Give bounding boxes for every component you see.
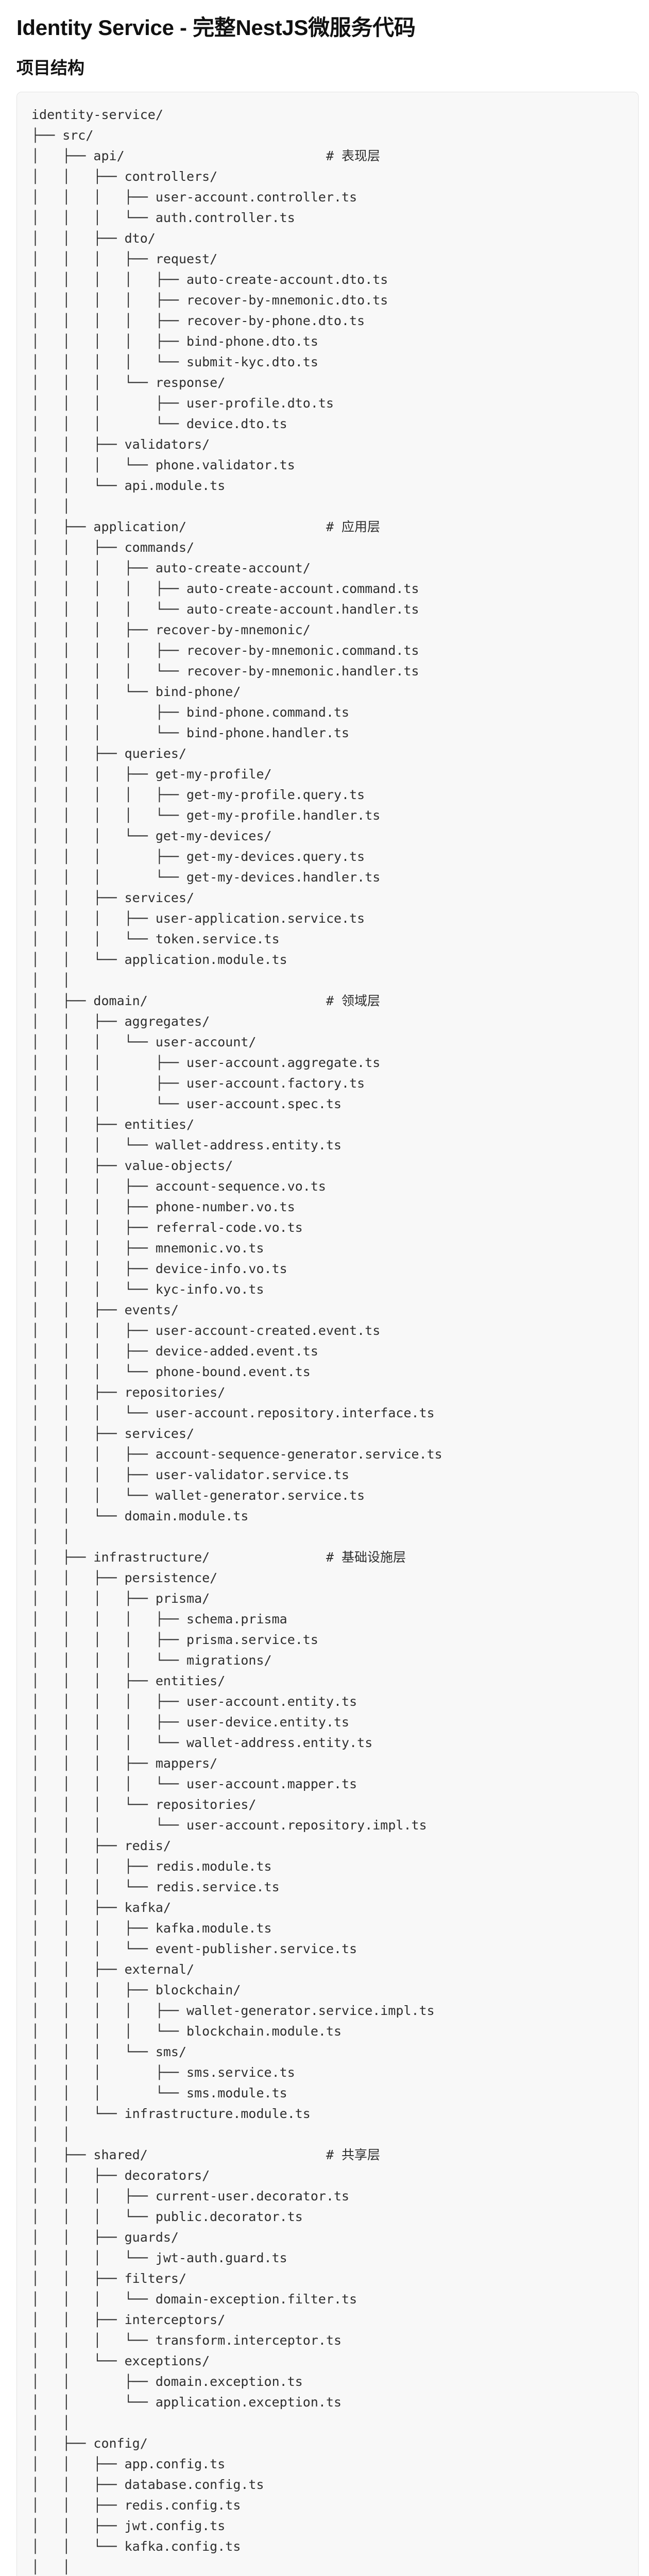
section-heading: 项目结构	[16, 58, 84, 77]
page-title: Identity Service - 完整NestJS微服务代码	[16, 15, 416, 40]
file-tree: identity-service/ ├── src/ │ ├── api/ # …	[31, 105, 624, 2576]
file-tree-text: identity-service/ ├── src/ │ ├── api/ # …	[31, 107, 442, 2574]
code-block: identity-service/ ├── src/ │ ├── api/ # …	[16, 91, 639, 2576]
